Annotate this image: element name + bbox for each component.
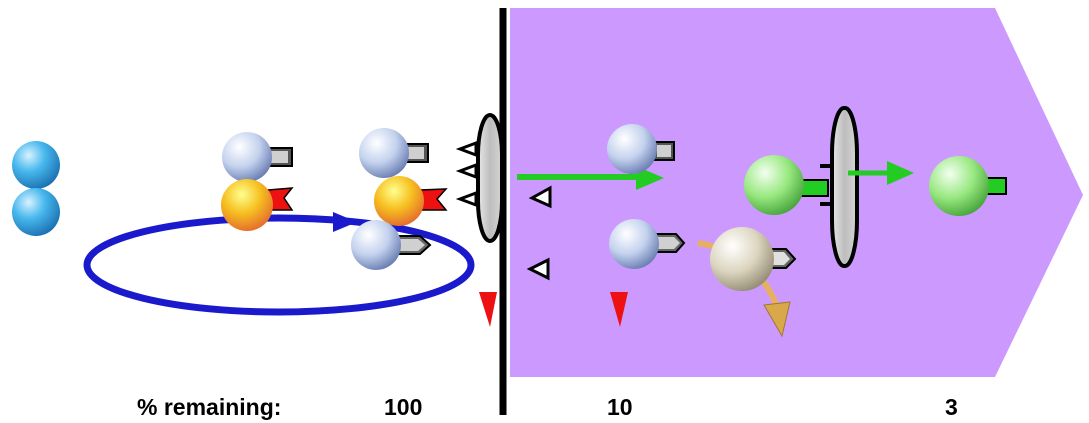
triangle-marker-icon (455, 140, 478, 208)
channel-disk-icon (476, 113, 504, 243)
value-outside: 100 (384, 394, 423, 420)
channel-disk-icon (830, 106, 859, 268)
sphere-green-1 (744, 155, 836, 215)
sphere-pair-icon (12, 141, 60, 236)
sphere-green-2 (929, 156, 1007, 216)
sphere-beige (710, 227, 797, 291)
sphere-complex-1 (221, 132, 294, 231)
red-marker-icon (479, 292, 497, 327)
triangle-marker-icon (526, 185, 552, 281)
sphere-inside-1 (607, 124, 675, 174)
small-green-arrow-icon (848, 161, 914, 185)
cycle-arrow-icon (83, 212, 475, 316)
value-middle: 10 (607, 394, 633, 420)
value-right: 3 (945, 394, 958, 420)
remaining-caption: % remaining: (137, 394, 282, 420)
sphere-inside-2 (609, 219, 686, 269)
sphere-complex-2 (351, 128, 448, 270)
transport-arrow-icon (517, 166, 664, 190)
red-marker-icon (610, 292, 628, 327)
